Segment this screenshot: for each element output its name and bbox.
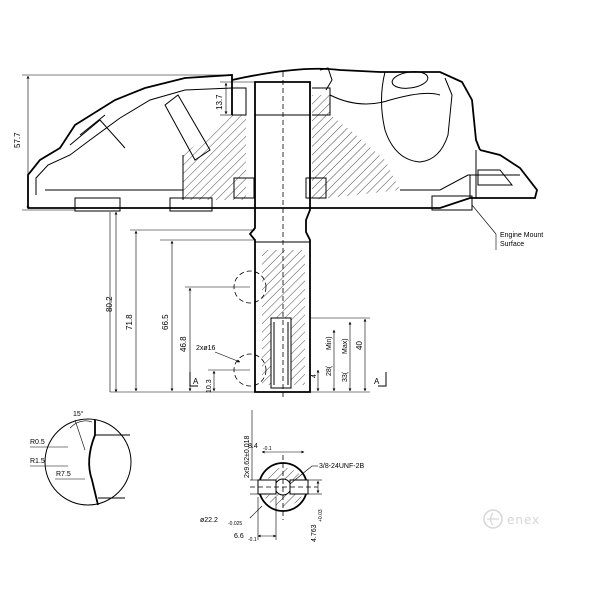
detail-angle: 15° xyxy=(73,410,84,418)
section-a-right: A xyxy=(374,377,380,386)
depth-dim: 4.763 xyxy=(311,524,318,542)
slot-width: 2x9.62±0.018 xyxy=(244,436,251,478)
dim-4: 4 xyxy=(311,374,318,378)
dim-holes: 2xø16 xyxy=(196,345,216,352)
bottom-tol: -0.1 xyxy=(248,537,257,543)
dim-28-min: Min) xyxy=(326,336,333,350)
dimensions-left: 57.7 13.7 80.2 71.8 66.5 46.8 10.3 2xø16… xyxy=(13,74,256,393)
detail-view: 15° R0.5 R1.5 R7.5 xyxy=(30,410,132,506)
dim-40: 40 xyxy=(355,341,364,350)
detail-r05: R0.5 xyxy=(30,439,45,446)
detail-r75: R7.5 xyxy=(56,471,71,478)
dim-80: 80.2 xyxy=(105,296,114,312)
engine-mount-line2: Surface xyxy=(500,241,524,248)
dim-overall-height: 57.7 xyxy=(13,132,22,148)
watermark: enex xyxy=(483,509,540,529)
dia-tol: -0.025 xyxy=(228,521,242,527)
dim-66: 66.5 xyxy=(161,314,170,330)
engine-mount-line1: Engine Mount xyxy=(500,232,543,239)
dia-22: ø22.2 xyxy=(200,517,218,524)
section-a-a: 2x9.62±0.018 8.4 -0.1 3/8-24UNF-2B ø22.2… xyxy=(200,410,364,543)
dim-33: 33( xyxy=(342,371,349,382)
dim-28: 28( xyxy=(326,365,333,376)
dim-71: 71.8 xyxy=(125,314,134,330)
dim-10: 10.3 xyxy=(206,379,213,393)
section-a-left: A xyxy=(193,377,199,386)
engine-mount-callout: Engine Mount Surface xyxy=(471,204,543,250)
dimensions-right: 40 33( Max) 28( Min) 4 A xyxy=(310,317,387,393)
detail-r15: R1.5 xyxy=(30,458,45,465)
depth-tol: +0.03 xyxy=(318,509,324,522)
dim-top-boss: 13.7 xyxy=(215,94,224,110)
dim-33-max: Max) xyxy=(342,338,349,354)
bottom-width: 6.6 xyxy=(234,533,244,540)
dim-46: 46.8 xyxy=(179,336,188,352)
key-tol: -0.1 xyxy=(263,446,272,452)
key-width: 8.4 xyxy=(248,443,258,450)
watermark-text: enex xyxy=(507,513,540,527)
thread-spec: 3/8-24UNF-2B xyxy=(319,463,364,470)
output-shaft xyxy=(233,72,311,400)
housing-outline xyxy=(27,67,538,212)
